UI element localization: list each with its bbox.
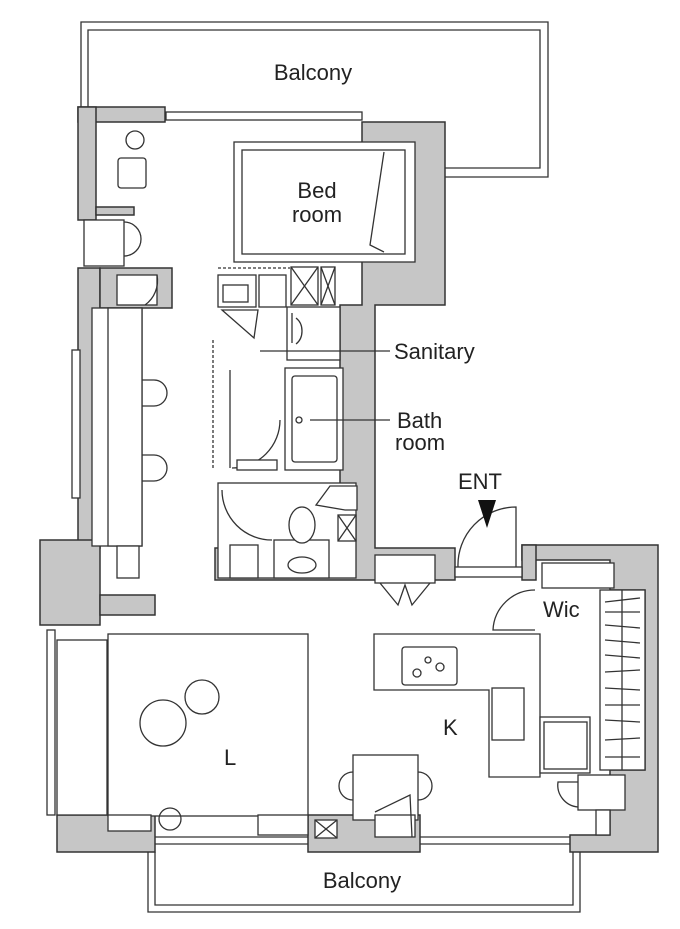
label-bedroom-1: Bed xyxy=(297,178,336,203)
label-balcony-bottom: Balcony xyxy=(323,868,401,893)
label-balcony-top: Balcony xyxy=(274,60,352,85)
label-bathroom-1: Bath xyxy=(397,408,442,433)
label-sanitary: Sanitary xyxy=(394,339,475,364)
fixtures xyxy=(46,111,646,845)
label-living: L xyxy=(224,745,236,770)
label-bedroom-2: room xyxy=(292,202,342,227)
balcony-bottom xyxy=(147,852,581,913)
label-entrance: ENT xyxy=(458,469,502,494)
hangers xyxy=(604,590,641,770)
label-bathroom-2: room xyxy=(395,430,445,455)
label-kitchen: K xyxy=(443,715,458,740)
label-wic: Wic xyxy=(543,597,580,622)
balcony-top xyxy=(80,21,549,178)
entrance-arrow-icon xyxy=(478,500,496,528)
